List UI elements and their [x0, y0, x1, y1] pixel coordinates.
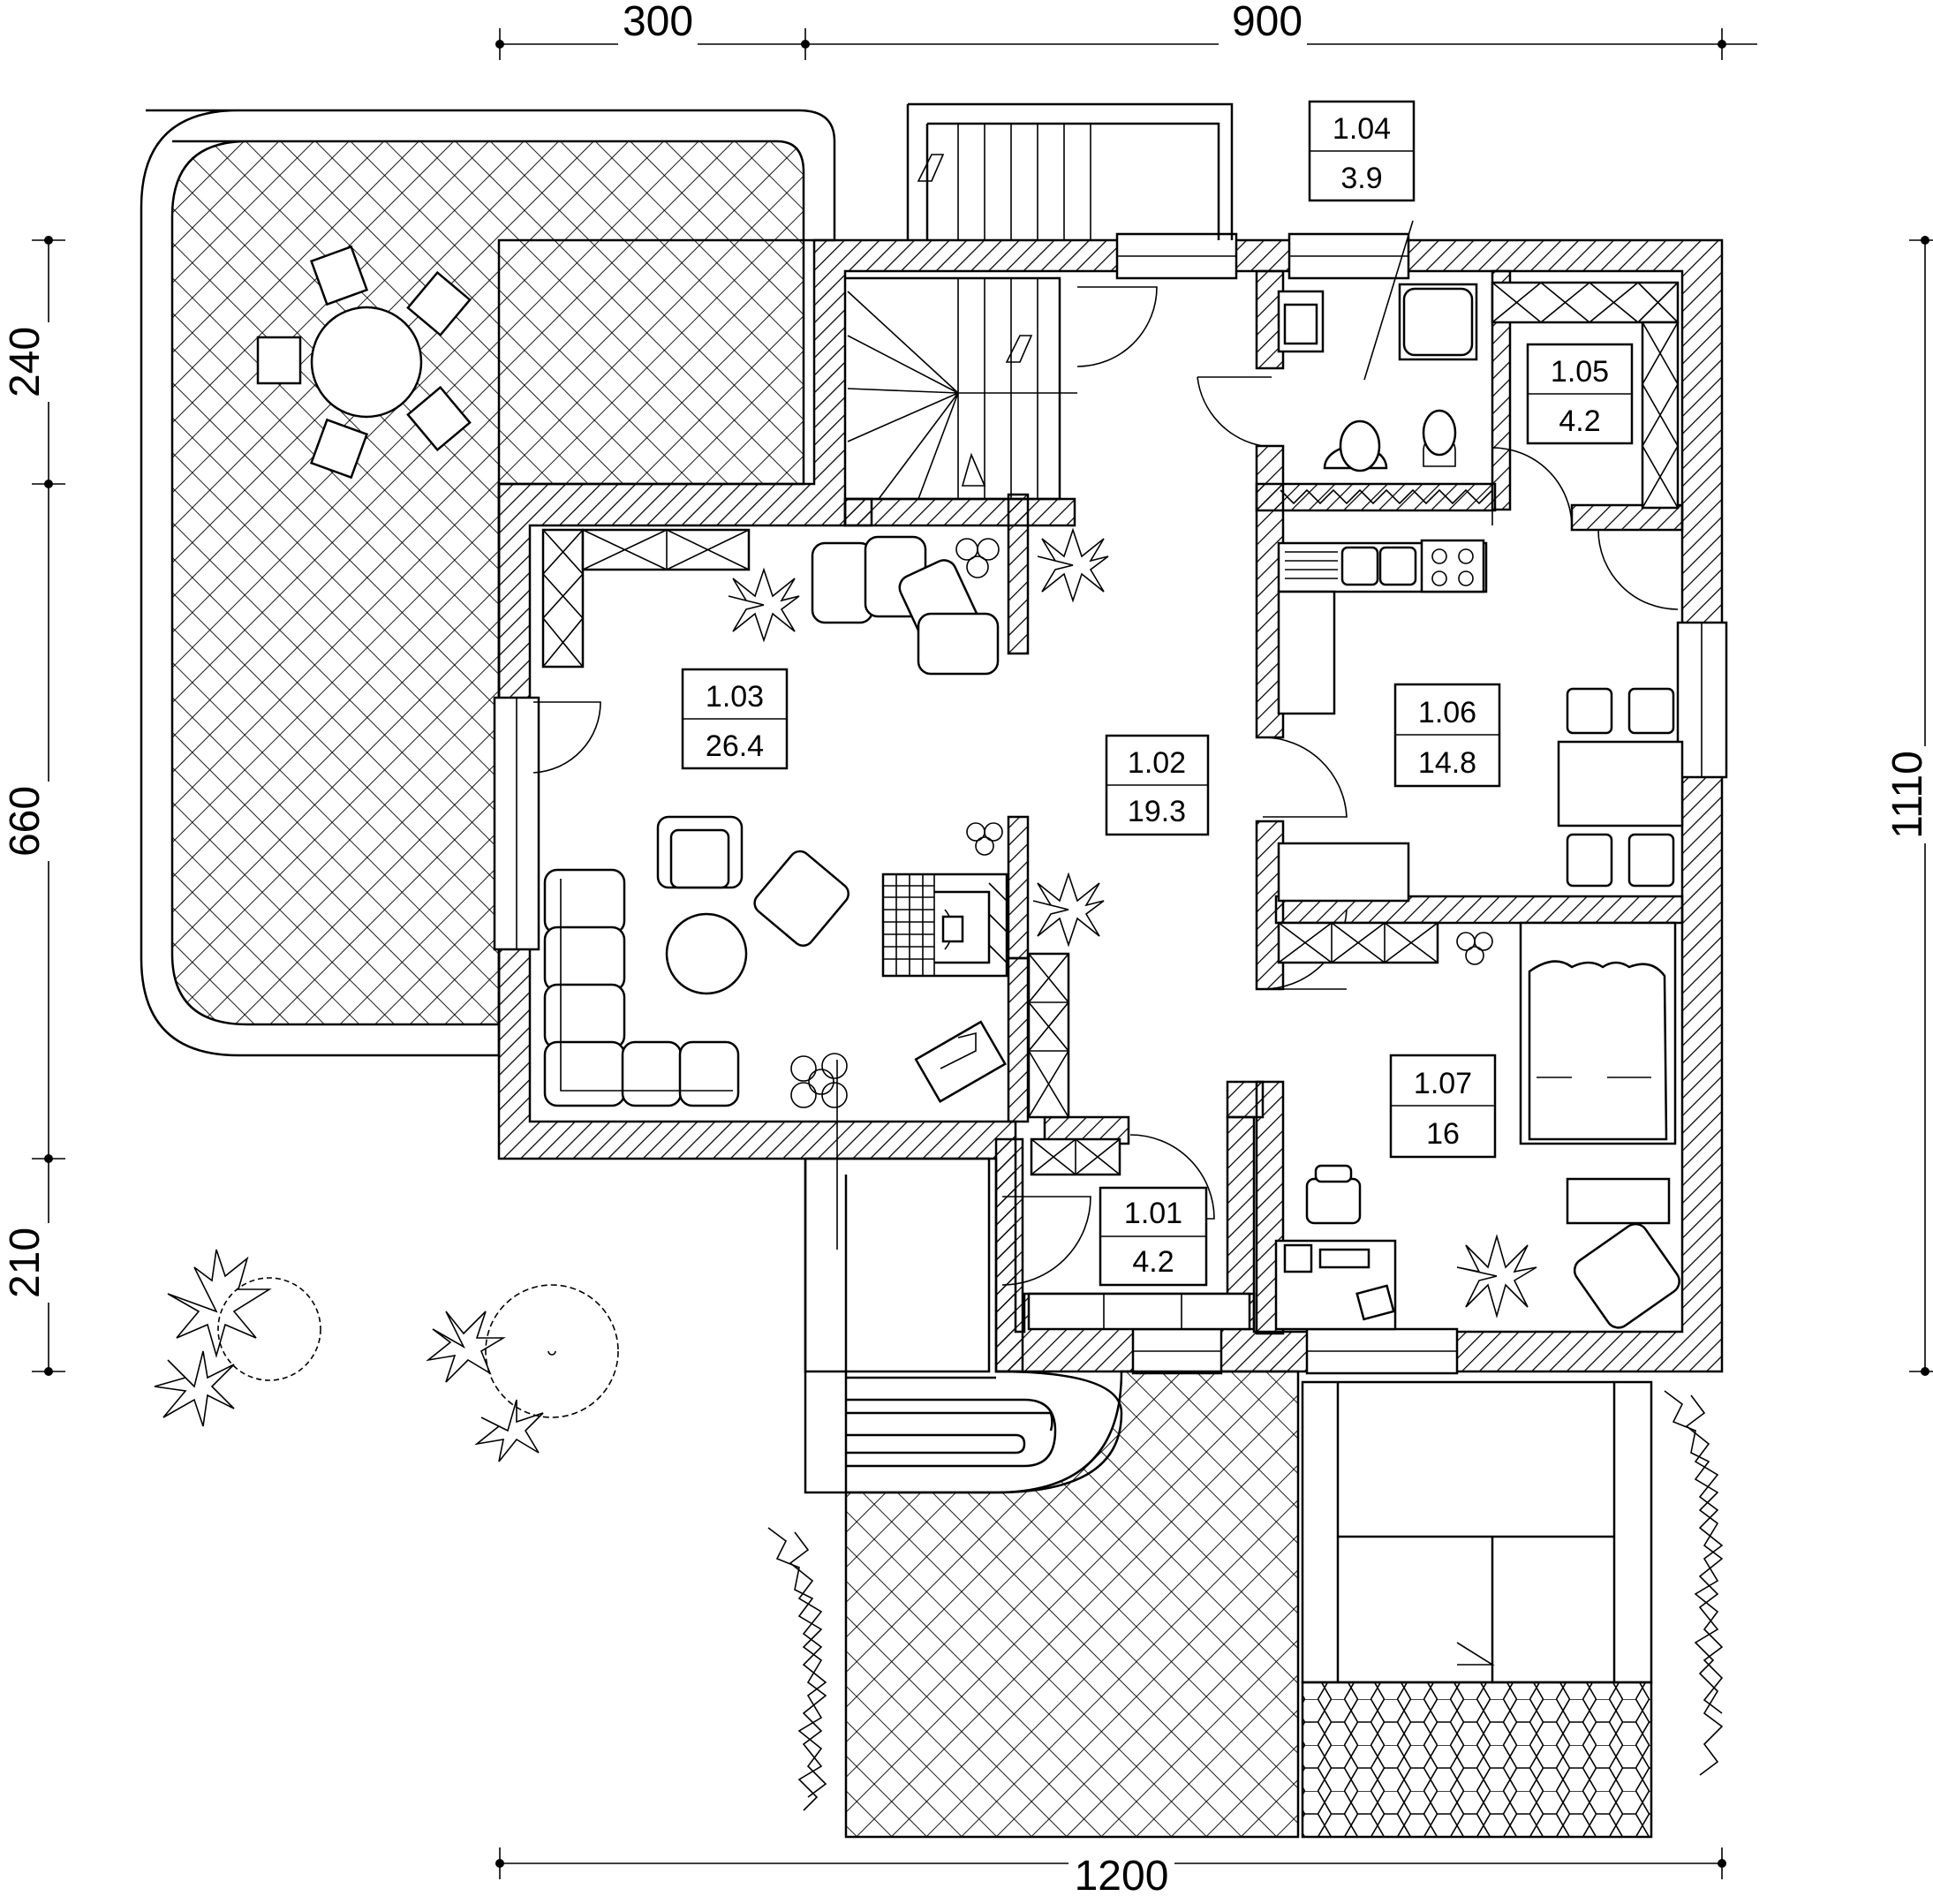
dim-right: 1110: [1884, 751, 1931, 839]
staircase: [845, 102, 1234, 501]
dim-left-middle: 660: [2, 786, 49, 857]
room-area-1-04: 3.9: [1340, 162, 1382, 195]
room-area-1-01: 4.2: [1132, 1245, 1174, 1279]
paved-walkway: [844, 1370, 1300, 1839]
room-id-1-07: 1.07: [1414, 1067, 1472, 1100]
room-label-1-07: 1.07 16: [1389, 1054, 1497, 1159]
kitchen-furniture: [1277, 539, 1684, 903]
dim-left-top: 240: [2, 327, 49, 397]
indoor-plants: [728, 527, 1537, 1318]
room-area-1-05: 4.2: [1559, 404, 1600, 438]
room-area-1-03: 26.4: [706, 729, 764, 763]
living-furniture: [541, 528, 1070, 1119]
dimension-lines: [26, 18, 1933, 1879]
dim-left-bottom: 210: [2, 1228, 49, 1298]
room-id-1-01: 1.01: [1124, 1197, 1182, 1230]
room-label-1-06: 1.06 14.8: [1393, 683, 1501, 788]
room-id-1-06: 1.06: [1418, 696, 1476, 729]
terrace: [140, 109, 836, 1057]
room-label-1-02: 1.02 19.3: [1105, 734, 1210, 836]
room-label-1-01: 1.01 4.2: [1099, 1186, 1208, 1287]
windows: [493, 232, 1728, 1375]
terrace-dining-set: [256, 245, 472, 480]
room-id-1-03: 1.03: [706, 680, 764, 714]
entry-furniture: [1027, 1137, 1251, 1331]
bedroom-furniture: [1274, 921, 1680, 1331]
dim-bottom: 1200: [1075, 1853, 1169, 1900]
carport: [1301, 1380, 1653, 1839]
dim-top-left: 300: [623, 0, 693, 45]
hedges: [755, 1382, 1735, 1841]
room-id-1-05: 1.05: [1551, 355, 1609, 389]
room-area-1-07: 16: [1426, 1117, 1460, 1151]
garden-trees: [154, 1249, 619, 1462]
storage-shelves: [1491, 281, 1680, 510]
room-area-1-02: 19.3: [1128, 795, 1186, 828]
room-id-1-04: 1.04: [1333, 112, 1391, 146]
dim-top-right: 900: [1232, 0, 1303, 45]
room-label-1-05: 1.05 4.2: [1526, 343, 1634, 445]
room-label-1-04: 1.04 3.9: [1308, 100, 1416, 202]
room-area-1-06: 14.8: [1418, 746, 1476, 780]
room-label-1-03: 1.03 26.4: [681, 668, 789, 770]
house-walls: [497, 238, 1724, 1373]
room-id-1-02: 1.02: [1128, 746, 1186, 780]
bathroom-fixtures: [1277, 220, 1493, 505]
